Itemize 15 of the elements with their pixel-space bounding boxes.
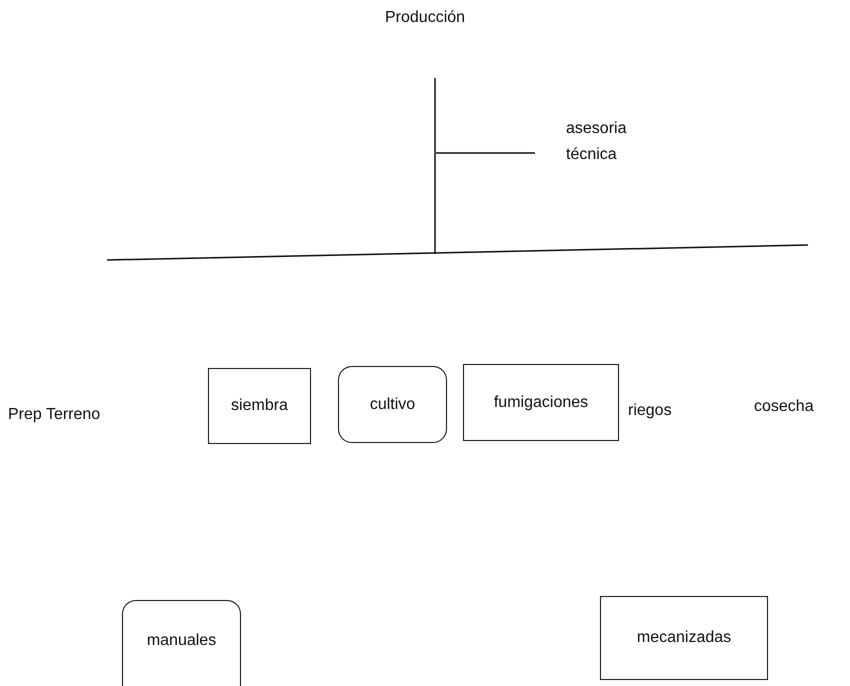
node-label: siembra — [231, 397, 288, 415]
node-label: cultivo — [370, 396, 416, 414]
text-label: asesoria técnica — [566, 119, 628, 165]
process-box — [208, 368, 311, 444]
node-label: fumigaciones — [494, 394, 588, 412]
text-label: Prep Terreno — [8, 405, 100, 424]
text-label: riegos — [628, 401, 672, 420]
process-box — [463, 364, 619, 441]
text-label: cosecha — [754, 397, 814, 416]
node-label: manuales — [146, 632, 216, 650]
process-box — [600, 596, 768, 680]
node-label: mecanizadas — [636, 629, 732, 647]
rounded-box — [122, 600, 241, 686]
title: Producción — [385, 8, 466, 28]
rounded-box — [338, 366, 447, 443]
